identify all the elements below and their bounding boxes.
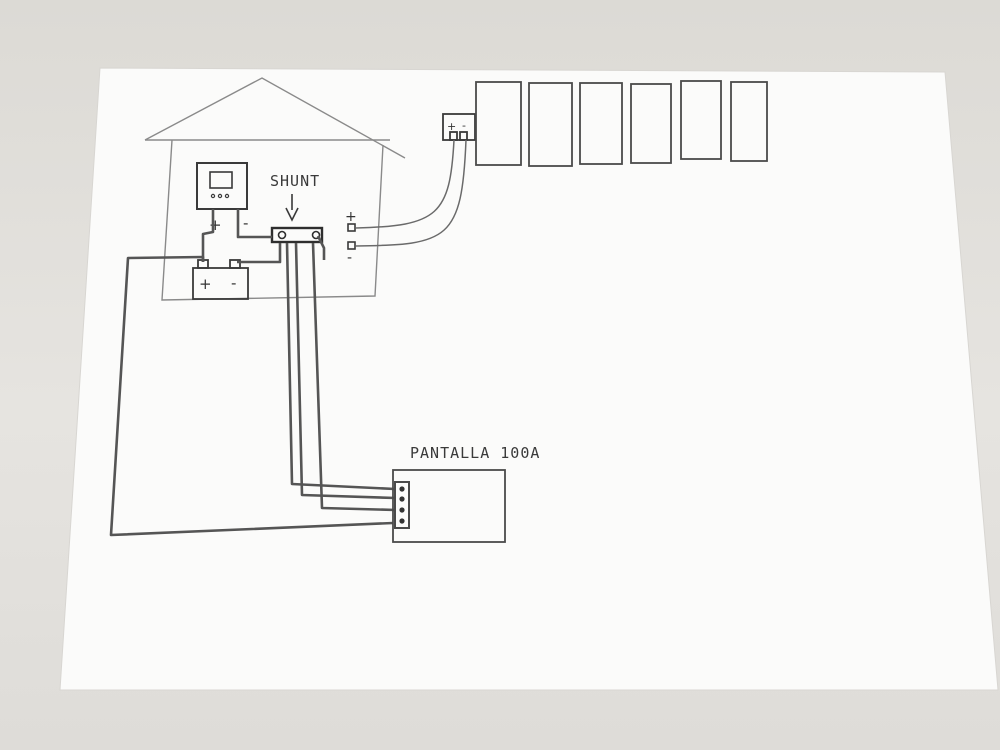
battery-terminal-negative [229, 259, 241, 269]
controller-button-1 [210, 193, 216, 199]
battery-body [192, 267, 249, 300]
wire-shunt-to-display-2 [294, 242, 397, 500]
battery [192, 259, 249, 300]
controller-minus-sign: - [243, 214, 248, 232]
shunt-label: SHUNT [270, 172, 320, 190]
shunt-bolt-right [311, 230, 321, 240]
solar-panel [579, 82, 623, 165]
controller-button-3 [224, 193, 230, 199]
house [144, 77, 406, 301]
ink-wiring [109, 209, 397, 537]
junction-minus-sign: - [462, 119, 466, 132]
display-terminals [399, 486, 405, 524]
wall-plus-sign: + [345, 209, 357, 225]
house-walls [161, 139, 384, 301]
wire-battery-to-display-loop [109, 255, 394, 537]
panel-cable [355, 139, 467, 247]
wire-controller-to-battery-positive [201, 209, 215, 262]
wire-controller-to-shunt [236, 209, 272, 239]
wire-shunt-link [316, 235, 326, 260]
shunt-bolt-left [277, 230, 287, 240]
solar-panel [730, 81, 768, 162]
battery-minus-sign: - [231, 274, 236, 292]
panel-junction-box [442, 113, 476, 141]
junction-terminal-negative [459, 131, 468, 141]
battery-plus-sign: + [199, 275, 212, 293]
display-terminal-strip [394, 481, 410, 529]
solar-panel [475, 81, 522, 166]
solar-panel [680, 80, 722, 160]
charge-controller [196, 162, 248, 210]
wire-shunt-to-display-1 [285, 242, 396, 491]
display-terminal [399, 518, 405, 524]
paper-sheet [59, 67, 999, 691]
controller-body [196, 162, 248, 210]
solar-panel [630, 83, 672, 164]
solar-panel [528, 82, 573, 167]
shunt-arrow-icon [285, 194, 299, 222]
display-body [392, 469, 506, 543]
display-terminal [399, 496, 405, 502]
wall-minus-sign: - [347, 250, 352, 266]
junction-plus-sign: + [447, 120, 456, 133]
display-label: PANTALLA 100A [410, 444, 540, 462]
wire-battery-negative-to-shunt [237, 243, 282, 264]
display-terminal [399, 486, 405, 492]
controller-button-2 [217, 193, 223, 199]
shunt [270, 226, 324, 244]
shunt-body [270, 226, 324, 244]
junction-box-body [442, 113, 476, 141]
display-terminal [399, 507, 405, 513]
house-roof [144, 77, 406, 159]
wall-terminal-positive [347, 223, 356, 232]
wall-terminal-negative [347, 241, 356, 250]
wire-shunt-to-display-3 [311, 242, 397, 512]
controller-screen [209, 171, 233, 189]
display-unit [392, 469, 506, 543]
solar-panels [475, 80, 768, 167]
